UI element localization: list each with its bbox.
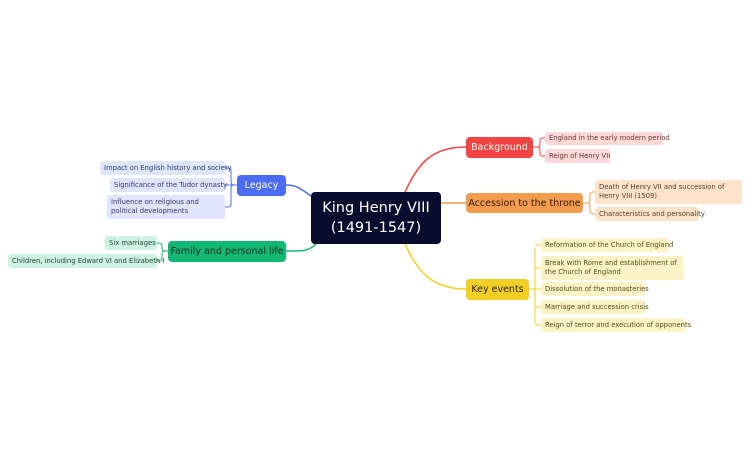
subtopic-key-events-3[interactable]: Dissolution of the monasteries [541, 282, 649, 296]
subtopic-accession-2[interactable]: Characteristics and personality [595, 207, 705, 221]
subtopic-background-1[interactable]: England in the early modern period [545, 132, 670, 145]
subtopic-key-events-5[interactable]: Reign of terror and execution of opponen… [541, 318, 691, 332]
connector-background [404, 146, 467, 193]
subtopic-key-events-2[interactable]: Break with Rome and establishment of the… [541, 256, 684, 280]
connector-key-events [404, 243, 467, 290]
subtopic-background-2[interactable]: Reign of Henry VII [545, 149, 610, 163]
connector-family [285, 243, 317, 252]
topic-key-events-label[interactable]: Key events [466, 279, 529, 300]
connector-legacy [285, 184, 312, 197]
central-topic[interactable]: King Henry VIII (1491-1547) [311, 192, 441, 244]
topic-legacy[interactable]: Legacy [237, 175, 286, 196]
subtopic-family-2[interactable]: Children, including Edward VI and Elizab… [8, 254, 164, 268]
central-subtitle: (1491-1547) [330, 220, 422, 236]
subtopic-key-events-4[interactable]: Marriage and succession crisis [541, 300, 649, 314]
central-title: King Henry VIII [322, 200, 430, 216]
topic-accession[interactable]: Accession to the throne [466, 193, 583, 213]
subtopic-legacy-3[interactable]: Influence on religious and political dev… [107, 195, 225, 219]
topic-background[interactable]: Background [466, 137, 533, 158]
subtopic-legacy-2[interactable]: Significance of the Tudor dynasty [110, 178, 227, 192]
subtopic-key-events-1[interactable]: Reformation of the Church of England [541, 238, 673, 252]
subtopic-accession-1[interactable]: Death of Henry VII and succession of Hen… [595, 180, 742, 204]
subtopic-family-1[interactable]: Six marriages [105, 236, 157, 250]
subtopic-legacy-1[interactable]: Impact on English history and society [100, 161, 232, 175]
topic-family[interactable]: Family and personal life [168, 241, 286, 262]
